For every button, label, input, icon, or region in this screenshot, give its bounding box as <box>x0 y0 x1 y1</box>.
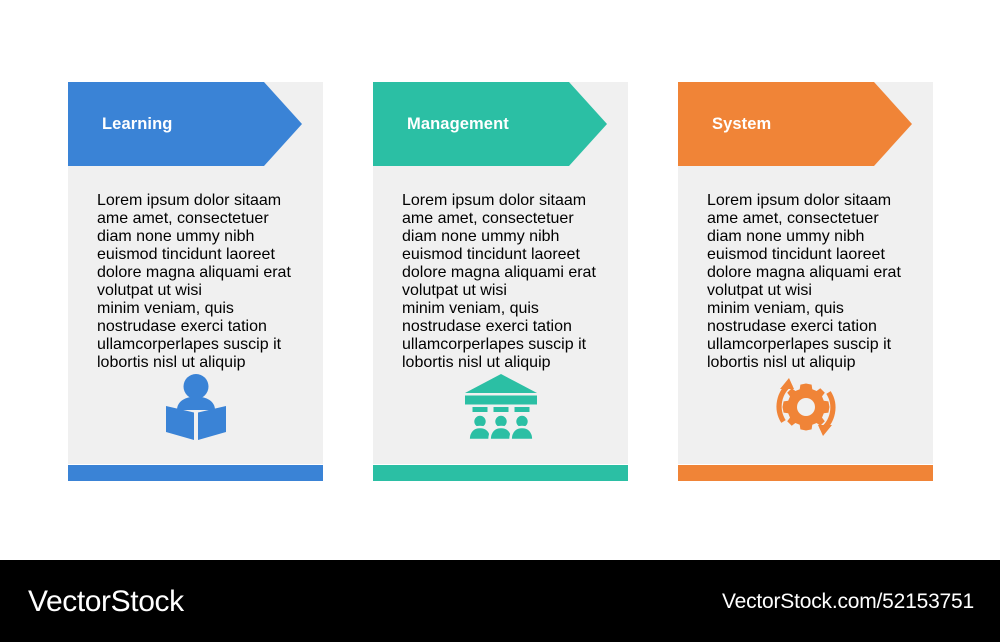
card-paragraph-primary: Lorem ipsum dolor sitaam ame amet, conse… <box>402 192 596 299</box>
card-title-learning: Learning <box>102 114 173 133</box>
card-icon-slot <box>373 367 628 447</box>
card-header-arrow-system <box>678 82 912 166</box>
infographic-card-learning: Learning Lorem ipsum dolor sitaam ame am… <box>68 82 323 481</box>
card-paragraph-primary: Lorem ipsum dolor sitaam ame amet, conse… <box>97 192 291 299</box>
infographic-card-management: Management Lorem ipsum dolor sitaam ame … <box>373 82 628 481</box>
arrow-shape <box>678 82 912 166</box>
person-reading-book-icon <box>165 374 226 440</box>
card-header-arrow-management <box>373 82 607 166</box>
vectorstock-url-text: VectorStock.com/52153751 <box>721 590 974 613</box>
card-bottom-bar <box>373 465 628 481</box>
card-bottom-bar <box>68 465 323 481</box>
card-paragraph-primary: Lorem ipsum dolor sitaam ame amet, conse… <box>707 192 901 299</box>
card-bottom-bar <box>678 465 933 481</box>
card-paragraph-secondary: minim veniam, quis nostrudase exerci tat… <box>97 300 282 371</box>
card-title-system: System <box>712 114 772 133</box>
infographic-card-system: System Lorem ipsum dolor sitaam ame amet… <box>678 82 933 481</box>
vectorstock-logo-text: VectorStock <box>28 585 184 618</box>
gear-refresh-icon <box>776 378 835 436</box>
watermark-footer-bar <box>0 560 1000 642</box>
card-paragraph-secondary: minim veniam, quis nostrudase exerci tat… <box>707 300 892 371</box>
arrow-shape <box>68 82 302 166</box>
arrow-shape <box>373 82 607 166</box>
card-header-arrow-learning <box>68 82 302 166</box>
bank-building-people-icon <box>464 374 537 440</box>
card-paragraph-secondary: minim veniam, quis nostrudase exerci tat… <box>402 300 587 371</box>
card-icon-slot <box>678 367 933 447</box>
card-icon-slot <box>68 367 323 447</box>
card-title-management: Management <box>407 114 509 133</box>
